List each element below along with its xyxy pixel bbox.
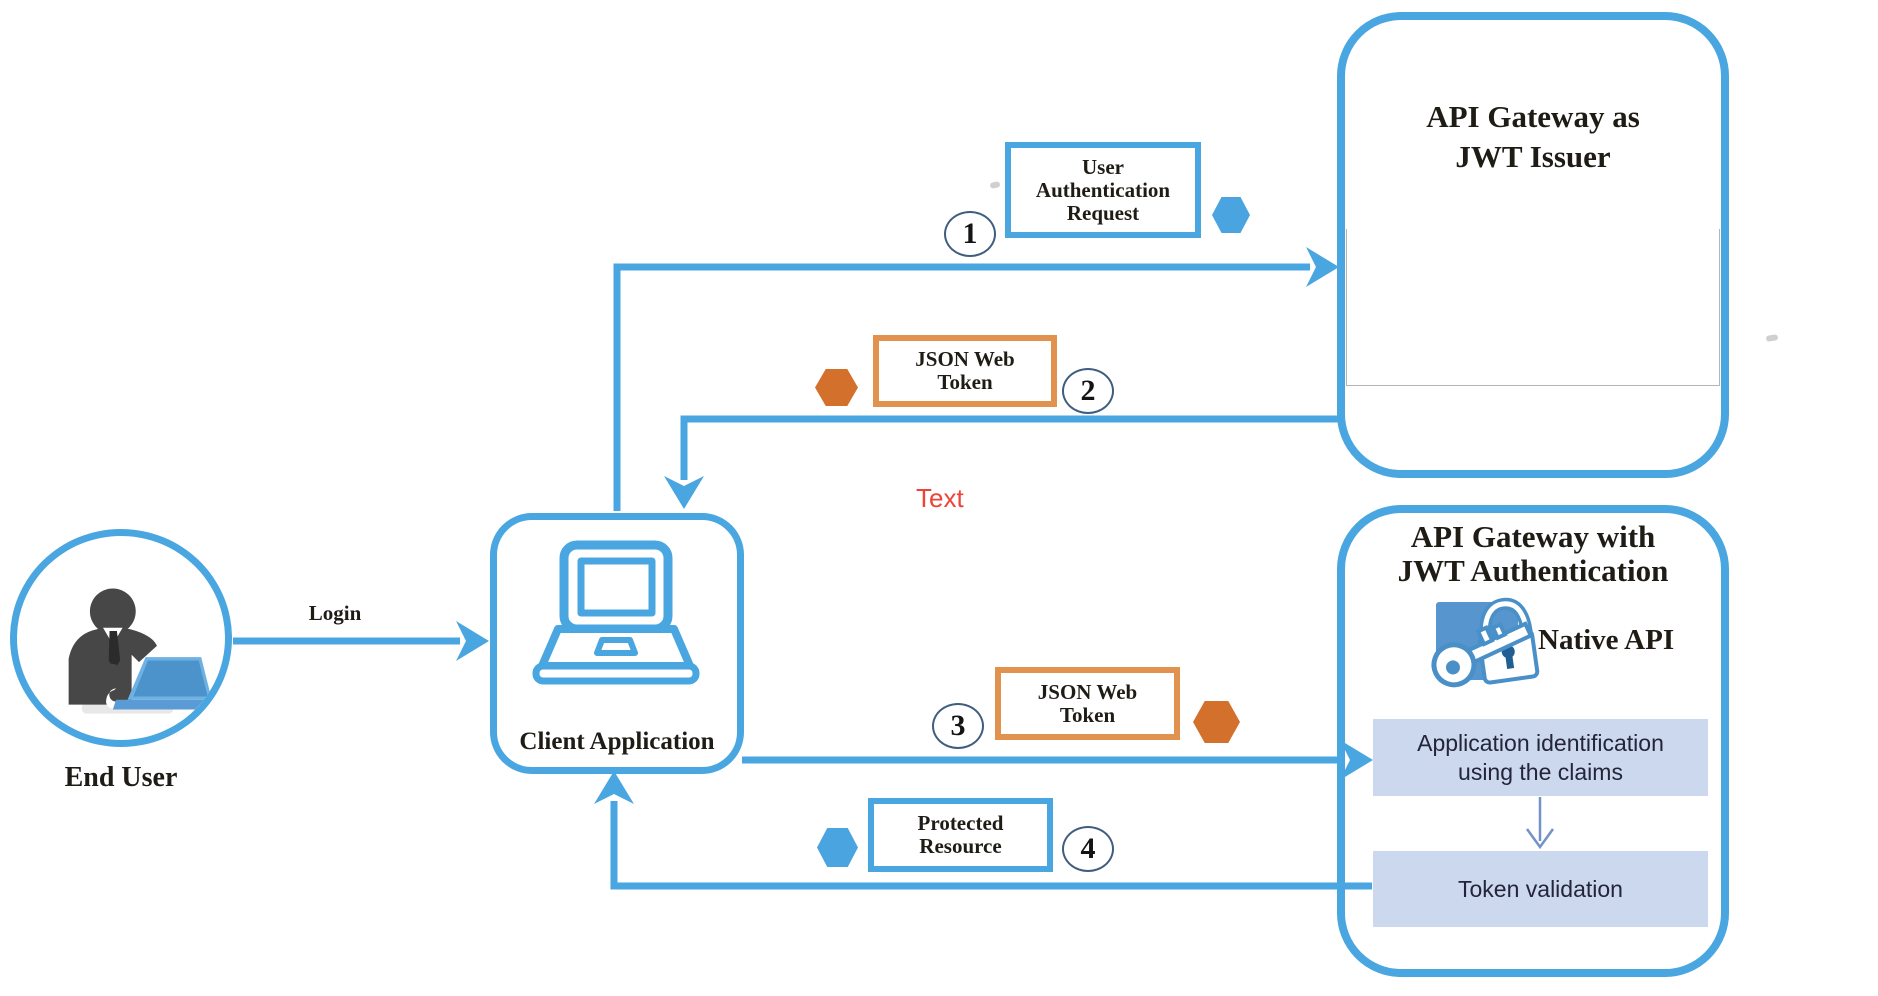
end-user-label: End User bbox=[64, 762, 178, 793]
jwt-auth-title-line2: JWT Authentication bbox=[1397, 553, 1669, 588]
native-api-label: Native API bbox=[1538, 624, 1675, 656]
flow-3-label-line1: JSON Web bbox=[1037, 679, 1138, 704]
jwt-auth-title-line1: API Gateway with bbox=[1410, 519, 1656, 554]
issuer-inner-panel bbox=[1346, 229, 1720, 386]
flow-2-label-box: JSON Web Token bbox=[873, 335, 1057, 407]
flow-4-label-box: Protected Resource bbox=[868, 798, 1053, 872]
flow-3-step-number: 3 bbox=[932, 703, 984, 749]
flow-1-label-line2: Authentication bbox=[1035, 177, 1171, 202]
stray-mark bbox=[989, 181, 1001, 189]
flow-4-label-line1: Protected bbox=[917, 811, 1004, 835]
flow-4-label-line2: Resource bbox=[919, 834, 1002, 858]
end-user-node bbox=[10, 529, 232, 747]
app-identification-line2: using the claims bbox=[1458, 758, 1623, 785]
client-application-label: Client Application bbox=[519, 728, 715, 755]
jwt-issuer-title-line2: JWT Issuer bbox=[1455, 139, 1611, 174]
flow-1-step-number: 1 bbox=[944, 211, 996, 257]
flow-2-connector bbox=[680, 415, 1341, 480]
flow-2-hexagon-icon bbox=[815, 369, 858, 406]
flow-2-label-line2: Token bbox=[937, 370, 993, 394]
jwt-auth-title: API Gateway with JWT Authentication bbox=[1337, 520, 1729, 588]
flow-4-hexagon-icon bbox=[817, 828, 858, 867]
flow-3-label-line2: Token bbox=[1059, 702, 1116, 727]
flow-4-arrowhead bbox=[594, 771, 634, 804]
jwt-issuer-title: API Gateway as JWT Issuer bbox=[1337, 97, 1729, 177]
lock-and-key-icon bbox=[1431, 597, 1540, 688]
laptop-icon bbox=[532, 540, 700, 685]
app-identification-step: Application identification using the cla… bbox=[1373, 719, 1708, 796]
flow-1-label-box: User Authentication Request bbox=[1005, 142, 1201, 238]
flow-2-arrowhead bbox=[664, 476, 704, 509]
flow-3-hexagon-icon bbox=[1193, 701, 1240, 743]
token-validation-label: Token validation bbox=[1458, 875, 1623, 902]
flow-1-label-line1: User bbox=[1082, 154, 1124, 179]
text-annotation: Text bbox=[916, 483, 964, 513]
token-validation-step: Token validation bbox=[1373, 851, 1708, 927]
flow-1-arrowhead bbox=[1306, 247, 1339, 287]
login-label: Login bbox=[308, 601, 362, 625]
login-arrowhead bbox=[456, 621, 489, 661]
flow-1-label-line3: Request bbox=[1066, 200, 1140, 225]
flow-4-step-number: 4 bbox=[1062, 826, 1114, 872]
flow-2-step-number: 2 bbox=[1062, 368, 1114, 414]
stray-mark bbox=[1765, 334, 1779, 342]
person-at-laptop-icon bbox=[68, 588, 211, 714]
flow-1-hexagon-icon bbox=[1212, 197, 1250, 233]
flow-2-label-line1: JSON Web bbox=[915, 347, 1015, 371]
app-identification-line1: Application identification bbox=[1417, 729, 1664, 756]
flow-3-label-box: JSON Web Token bbox=[995, 667, 1180, 740]
jwt-issuer-title-line1: API Gateway as bbox=[1426, 99, 1640, 134]
